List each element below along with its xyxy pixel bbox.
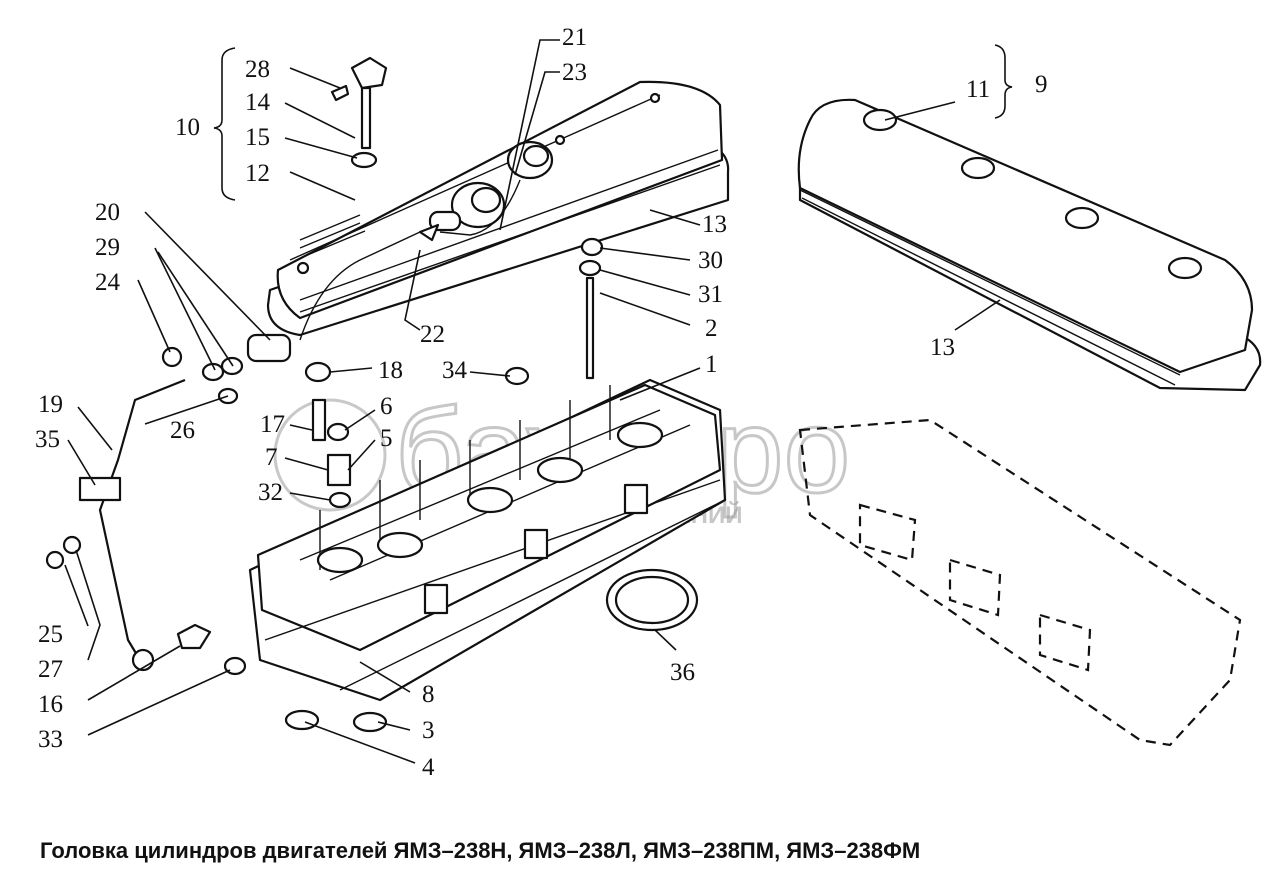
- callout-labels: 28 14 15 12 10 21 23 11 9 13 13 20 29 24…: [35, 24, 1048, 781]
- callout-13-right: 13: [930, 334, 955, 361]
- callout-5: 5: [380, 425, 393, 452]
- callout-2: 2: [705, 315, 718, 342]
- callout-7: 7: [265, 444, 278, 471]
- callout-25: 25: [38, 621, 63, 648]
- callout-21: 21: [562, 24, 587, 51]
- valve-cover-right: [797, 98, 1262, 392]
- breather-hose: [246, 223, 440, 363]
- callout-24: 24: [95, 269, 121, 296]
- callout-27: 27: [38, 656, 63, 683]
- callout-16: 16: [38, 691, 63, 718]
- callout-23: 23: [562, 59, 587, 86]
- callout-6: 6: [380, 393, 393, 420]
- callout-32: 32: [258, 479, 283, 506]
- callout-13-top: 13: [702, 211, 727, 238]
- callout-1: 1: [705, 351, 718, 378]
- cover-nut: [862, 108, 1203, 280]
- callout-35: 35: [35, 426, 60, 453]
- callout-26: 26: [170, 417, 195, 444]
- callout-30: 30: [698, 247, 723, 274]
- oil-pipe: [45, 378, 186, 672]
- callout-36: 36: [670, 659, 695, 686]
- callout-10: 10: [175, 114, 200, 141]
- callout-33: 33: [38, 726, 63, 753]
- callout-11: 11: [966, 76, 990, 103]
- callout-31: 31: [698, 281, 723, 308]
- studs: [319, 385, 611, 570]
- watermark-logo-ring: [273, 398, 387, 512]
- callout-15: 15: [245, 124, 270, 151]
- head-gasket: [798, 418, 1242, 747]
- oil-filler-plug: [330, 56, 388, 169]
- small-hardware: [161, 237, 604, 676]
- callout-3: 3: [422, 717, 435, 744]
- callout-12: 12: [245, 160, 270, 187]
- rocker-arms: [316, 421, 664, 574]
- diagram-caption: Головка цилиндров двигателей ЯМЗ–238Н, Я…: [40, 838, 921, 863]
- callout-22: 22: [420, 321, 445, 348]
- callout-4: 4: [422, 754, 435, 781]
- callout-9: 9: [1035, 71, 1048, 98]
- sealing-ring: [605, 568, 699, 632]
- callout-8: 8: [422, 681, 435, 708]
- cylinder-head: [248, 378, 727, 702]
- callout-14: 14: [245, 89, 271, 116]
- leader-lines: [64, 39, 1013, 764]
- callout-28: 28: [245, 56, 270, 83]
- washers: [284, 709, 388, 733]
- callout-17: 17: [260, 411, 285, 438]
- callout-19: 19: [38, 391, 63, 418]
- breather-cap: [428, 140, 554, 236]
- callout-34: 34: [442, 357, 468, 384]
- callout-18: 18: [378, 357, 403, 384]
- callout-29: 29: [95, 234, 120, 261]
- callout-20: 20: [95, 199, 120, 226]
- ports: [423, 483, 649, 615]
